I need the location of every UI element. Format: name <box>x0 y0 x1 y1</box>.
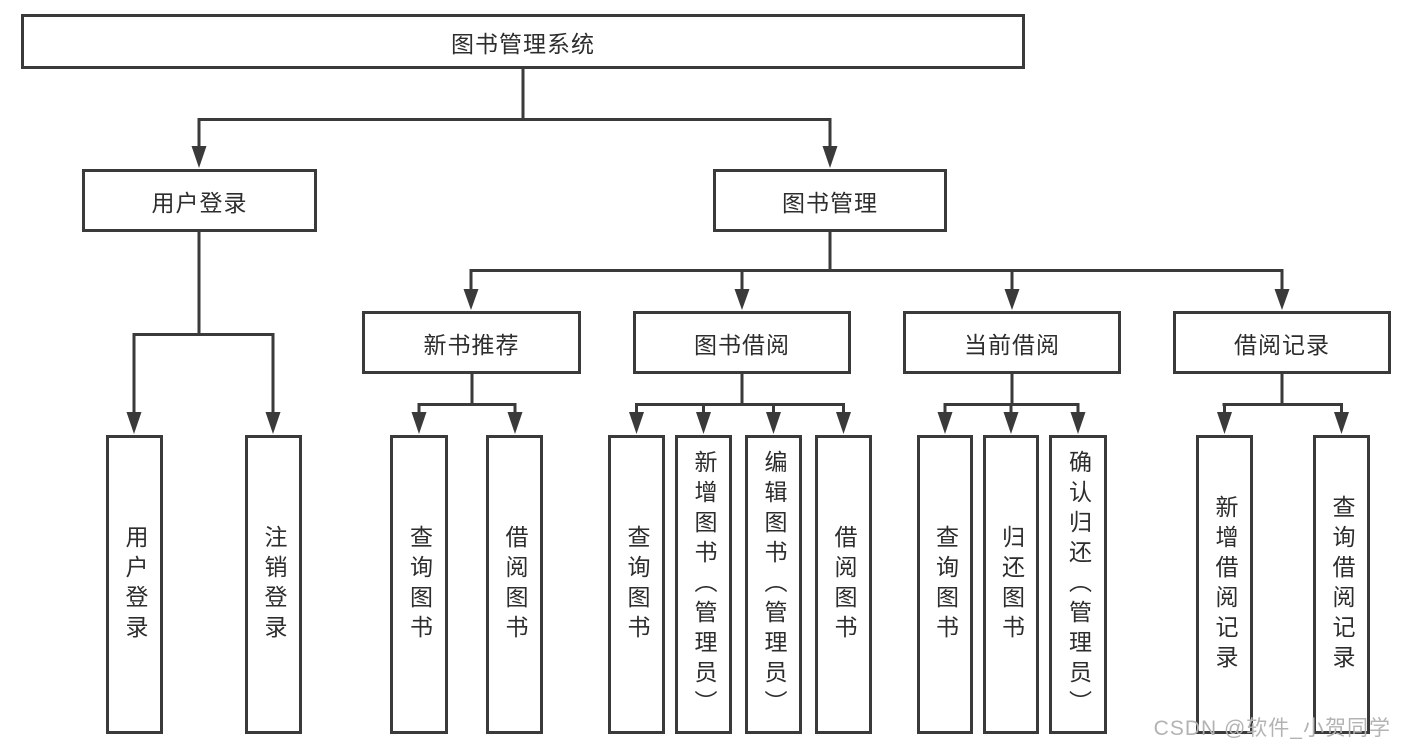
leaf-query-books-borrowing: 查询图书 <box>608 435 665 734</box>
node-user-login: 用户登录 <box>82 169 317 232</box>
leaf-add-books-admin: 新增图书（管理员） <box>675 435 732 734</box>
csdn-watermark: CSDN @软件_小贺同学 <box>1153 717 1391 740</box>
leaf-borrow-books-recommend: 借阅图书 <box>486 435 543 734</box>
leaf-query-books-recommend: 查询图书 <box>390 435 448 734</box>
leaf-add-borrow-record: 新增借阅记录 <box>1196 435 1253 734</box>
node-new-book-recommendation: 新书推荐 <box>362 311 581 374</box>
node-library-management-system: 图书管理系统 <box>21 14 1025 69</box>
leaf-edit-books-admin: 编辑图书（管理员） <box>745 435 802 734</box>
node-book-management: 图书管理 <box>713 169 947 232</box>
leaf-borrow-books: 借阅图书 <box>815 435 872 734</box>
leaf-query-books-current: 查询图书 <box>917 435 973 734</box>
node-borrowing-records: 借阅记录 <box>1173 311 1391 374</box>
leaf-query-borrow-record: 查询借阅记录 <box>1313 435 1370 734</box>
leaf-logout: 注销登录 <box>245 435 302 734</box>
leaf-return-books: 归还图书 <box>983 435 1039 734</box>
node-book-borrowing: 图书借阅 <box>633 311 851 374</box>
leaf-user-login: 用户登录 <box>106 435 163 734</box>
node-current-borrowing: 当前借阅 <box>903 311 1121 374</box>
leaf-confirm-return-admin: 确认归还（管理员） <box>1049 435 1107 734</box>
